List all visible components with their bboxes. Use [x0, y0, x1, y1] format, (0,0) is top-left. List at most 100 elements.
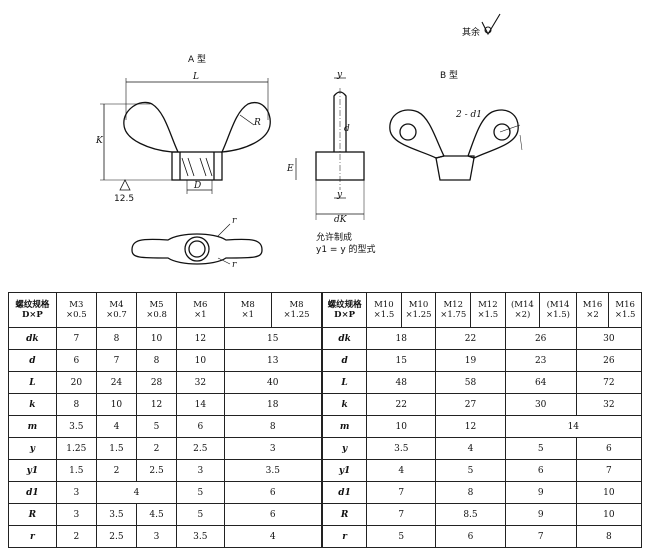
table-cell: 28 [135, 371, 178, 394]
table-cell: 10 [575, 503, 643, 526]
row-label: y1 [321, 459, 368, 482]
dimension-y-bottom: y [337, 190, 343, 200]
dimension-r: R [254, 118, 261, 128]
column-header: (M14 ×2) [504, 292, 541, 328]
table-cell: 4 [435, 437, 506, 460]
table-cell: 8 [135, 349, 178, 372]
table-cell: 5 [135, 415, 178, 438]
table-cell: 2.5 [135, 459, 178, 482]
table-cell: 12 [135, 393, 178, 416]
table-cell: 24 [95, 371, 137, 394]
row-label: R [321, 503, 368, 526]
table-header-row: 螺纹规格 D×P M3 ×0.5 M4 ×0.7 M5 ×0.8 M6 ×1 M… [8, 292, 322, 328]
table-cell: 10 [575, 481, 643, 504]
table-cell: 26 [504, 327, 577, 350]
table-header-row: 螺纹规格 D×P M10 ×1.5 M10 ×1.25 M12 ×1.75 M1… [321, 292, 642, 328]
table-cell: 6 [223, 481, 323, 504]
column-header: M16 ×1.5 [608, 292, 642, 328]
type-b-label: B 型 [440, 71, 459, 81]
surface-finish-symbol [481, 13, 501, 36]
row-label: R [8, 503, 57, 526]
table-cell: 40 [223, 371, 323, 394]
table-cell: 27 [435, 393, 506, 416]
dimension-y-top: y [337, 70, 343, 80]
row-label: d1 [321, 481, 368, 504]
row-label: y [321, 437, 368, 460]
table-cell: 12 [176, 327, 225, 350]
row-label: k [321, 393, 368, 416]
table-cell: 10 [95, 393, 137, 416]
table-cell: 6 [575, 437, 643, 460]
dimension-d: D [194, 181, 202, 191]
table-cell: 5 [176, 481, 225, 504]
table-cell: 22 [435, 327, 506, 350]
table-cell: 1.25 [55, 437, 97, 460]
row-label: d [321, 349, 368, 372]
table-cell: 6 [223, 503, 323, 526]
table-cell: 1.5 [55, 459, 97, 482]
row-label: dk [321, 327, 368, 350]
note-line-2: y1 = y 的型式 [316, 245, 376, 255]
table-cell: 5 [504, 437, 577, 460]
table-cell: 3.5 [55, 415, 97, 438]
table-cell: 48 [366, 371, 437, 394]
column-header: (M14 ×1.5) [539, 292, 577, 328]
table-cell: 30 [504, 393, 577, 416]
table-cell: 2 [135, 437, 178, 460]
dimension-2d1: 2 - d1 [456, 110, 482, 120]
type-a-front-view [100, 78, 271, 194]
spec-table-right: 螺纹规格 D×P M10 ×1.5 M10 ×1.25 M12 ×1.75 M1… [321, 292, 643, 548]
table-cell: 3 [135, 525, 178, 548]
table-cell: 23 [504, 349, 577, 372]
row-label: L [8, 371, 57, 394]
table-cell: 13 [223, 349, 323, 372]
surface-note: 其余 [462, 28, 481, 38]
table-cell: 30 [575, 327, 643, 350]
table-cell: 10 [366, 415, 437, 438]
table-cell: 3.5 [176, 525, 225, 548]
table-cell: 3 [55, 481, 97, 504]
table-cell: 6 [55, 349, 97, 372]
table-cell: 8 [435, 481, 506, 504]
dimension-e: E [287, 164, 294, 174]
column-header: M12 ×1.75 [435, 292, 472, 328]
column-header: M16 ×2 [575, 292, 610, 328]
row-label: k [8, 393, 57, 416]
column-header: M12 ×1.5 [470, 292, 506, 328]
table-cell: 4 [95, 415, 137, 438]
row-label: y [8, 437, 57, 460]
table-cell: 8 [55, 393, 97, 416]
table-cell: 2.5 [176, 437, 225, 460]
table-cell: 32 [575, 393, 643, 416]
spec-table-left: 螺纹规格 D×P M3 ×0.5 M4 ×0.7 M5 ×0.8 M6 ×1 M… [8, 292, 323, 548]
table-cell: 12 [435, 415, 506, 438]
dimension-r-upper: r [232, 216, 237, 226]
table-cell: 5 [435, 459, 506, 482]
table-cell: 5 [176, 503, 225, 526]
dimension-k: K [96, 136, 103, 146]
table-cell: 4 [95, 481, 178, 504]
row-label: d1 [8, 481, 57, 504]
table-cell: 32 [176, 371, 225, 394]
table-cell: 14 [176, 393, 225, 416]
table-cell: 7 [366, 481, 437, 504]
row-label: d [8, 349, 57, 372]
table-cell: 18 [366, 327, 437, 350]
table-cell: 6 [176, 415, 225, 438]
table-cell: 72 [575, 371, 643, 394]
column-header: M6 ×1 [176, 292, 225, 328]
table-cell: 9 [504, 503, 577, 526]
note-line-1: 允许制成 [316, 233, 353, 243]
